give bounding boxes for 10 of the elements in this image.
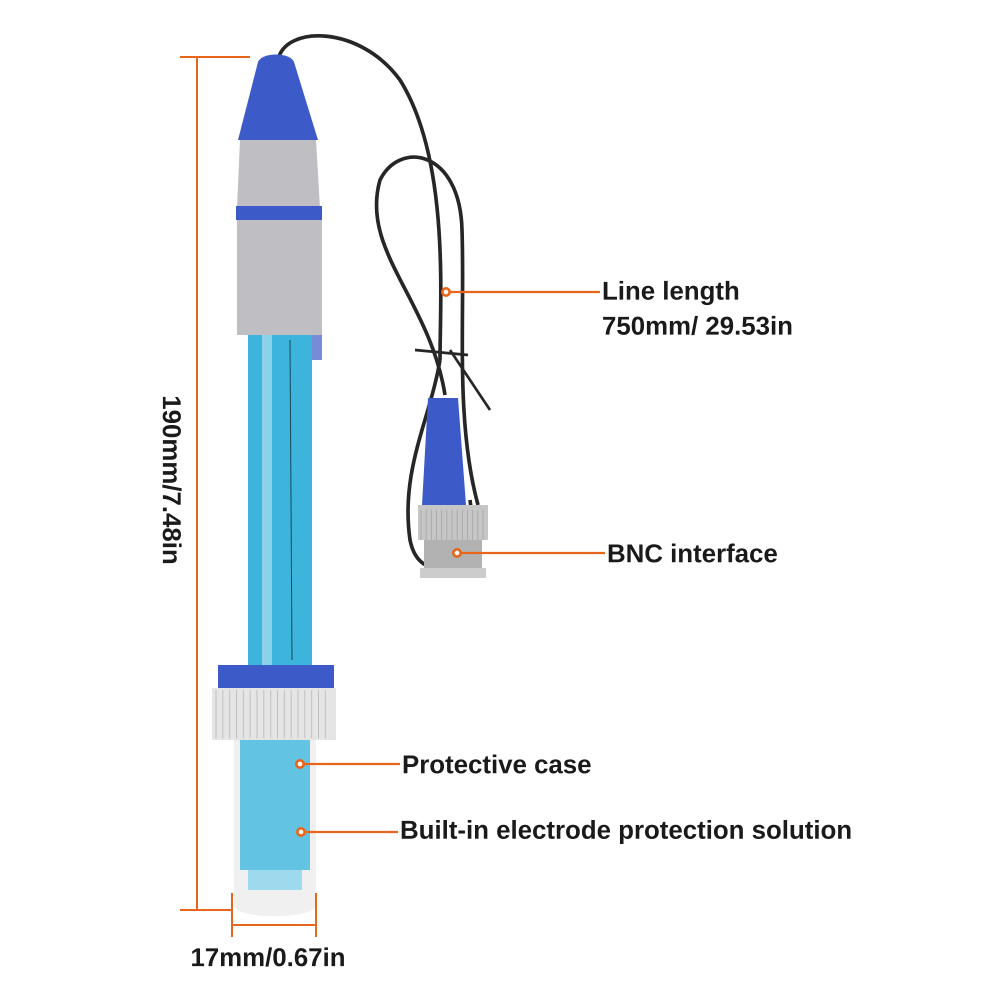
- callout-text: Protective case: [404, 754, 591, 774]
- leader-line: [296, 827, 398, 838]
- leader-line: [441, 287, 600, 297]
- callout-text: Built-in electrode protection solution: [402, 820, 850, 844]
- callout-text: Line length 750mm/ 29.53in: [603, 280, 792, 336]
- dimension-label: 190mm/7.48in: [162, 396, 182, 564]
- leader-line: [452, 548, 605, 558]
- callout-text: BNC interface: [608, 544, 777, 562]
- dimension-label: 17mm/0.67in: [192, 947, 344, 967]
- leader-line: [295, 759, 400, 769]
